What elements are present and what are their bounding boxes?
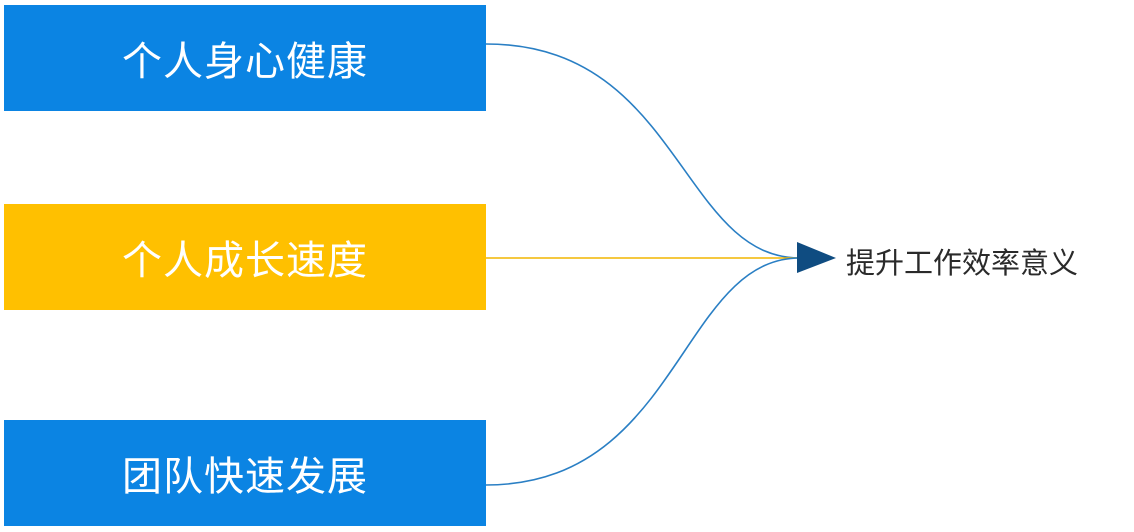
- connector-line-top: [485, 43, 801, 259]
- source-box-label: 个人身心健康: [122, 39, 368, 85]
- source-box-personal-health: 个人身心健康: [4, 5, 486, 111]
- arrow-head-icon: [797, 242, 836, 273]
- source-box-label: 团队快速发展: [122, 454, 368, 500]
- source-box-team-development: 团队快速发展: [4, 420, 486, 526]
- source-box-personal-growth: 个人成长速度: [4, 204, 486, 310]
- connector-line-bottom: [485, 257, 801, 486]
- source-box-label: 个人成长速度: [122, 238, 368, 284]
- target-label: 提升工作效率意义: [846, 246, 1079, 280]
